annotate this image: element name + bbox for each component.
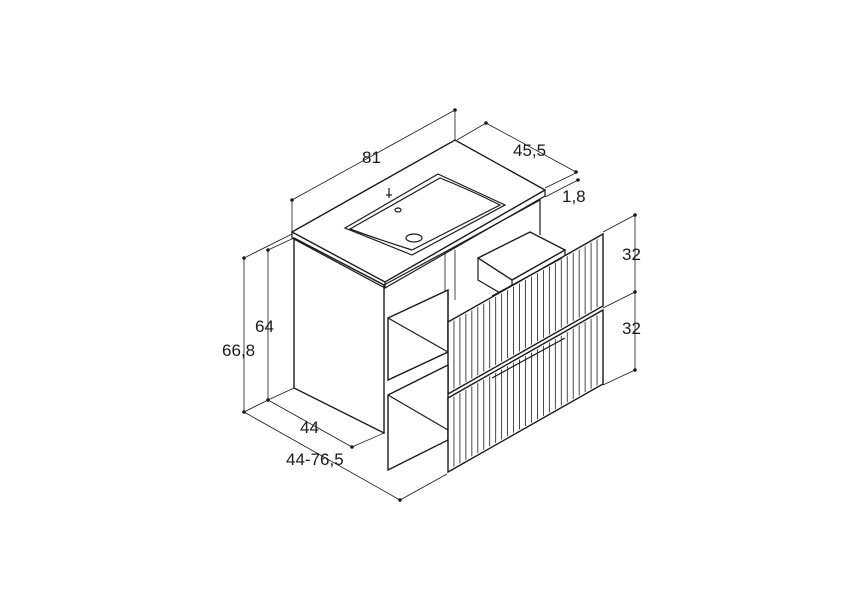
dim-drawer-upper: 32	[622, 245, 641, 264]
dim-open-depth: 44-76,5	[286, 450, 344, 469]
cabinet-body	[290, 139, 547, 435]
dim-width-top: 81	[362, 148, 381, 167]
dim-cabinet-depth: 44	[300, 418, 319, 437]
dim-drawer-lower: 32	[622, 319, 641, 338]
dim-depth-top: 45,5	[513, 141, 546, 160]
upper-drawer[interactable]	[387, 231, 604, 396]
lower-drawer[interactable]	[387, 308, 604, 474]
dim-total-height: 66,8	[222, 341, 255, 360]
dim-top-thickness: 1,8	[562, 187, 586, 206]
dimension-lines	[242, 108, 637, 502]
dim-cabinet-height: 64	[255, 317, 274, 336]
dimension-labels: 81 45,5 1,8 32 32 64 66,8 44 44-76,5	[222, 141, 641, 469]
